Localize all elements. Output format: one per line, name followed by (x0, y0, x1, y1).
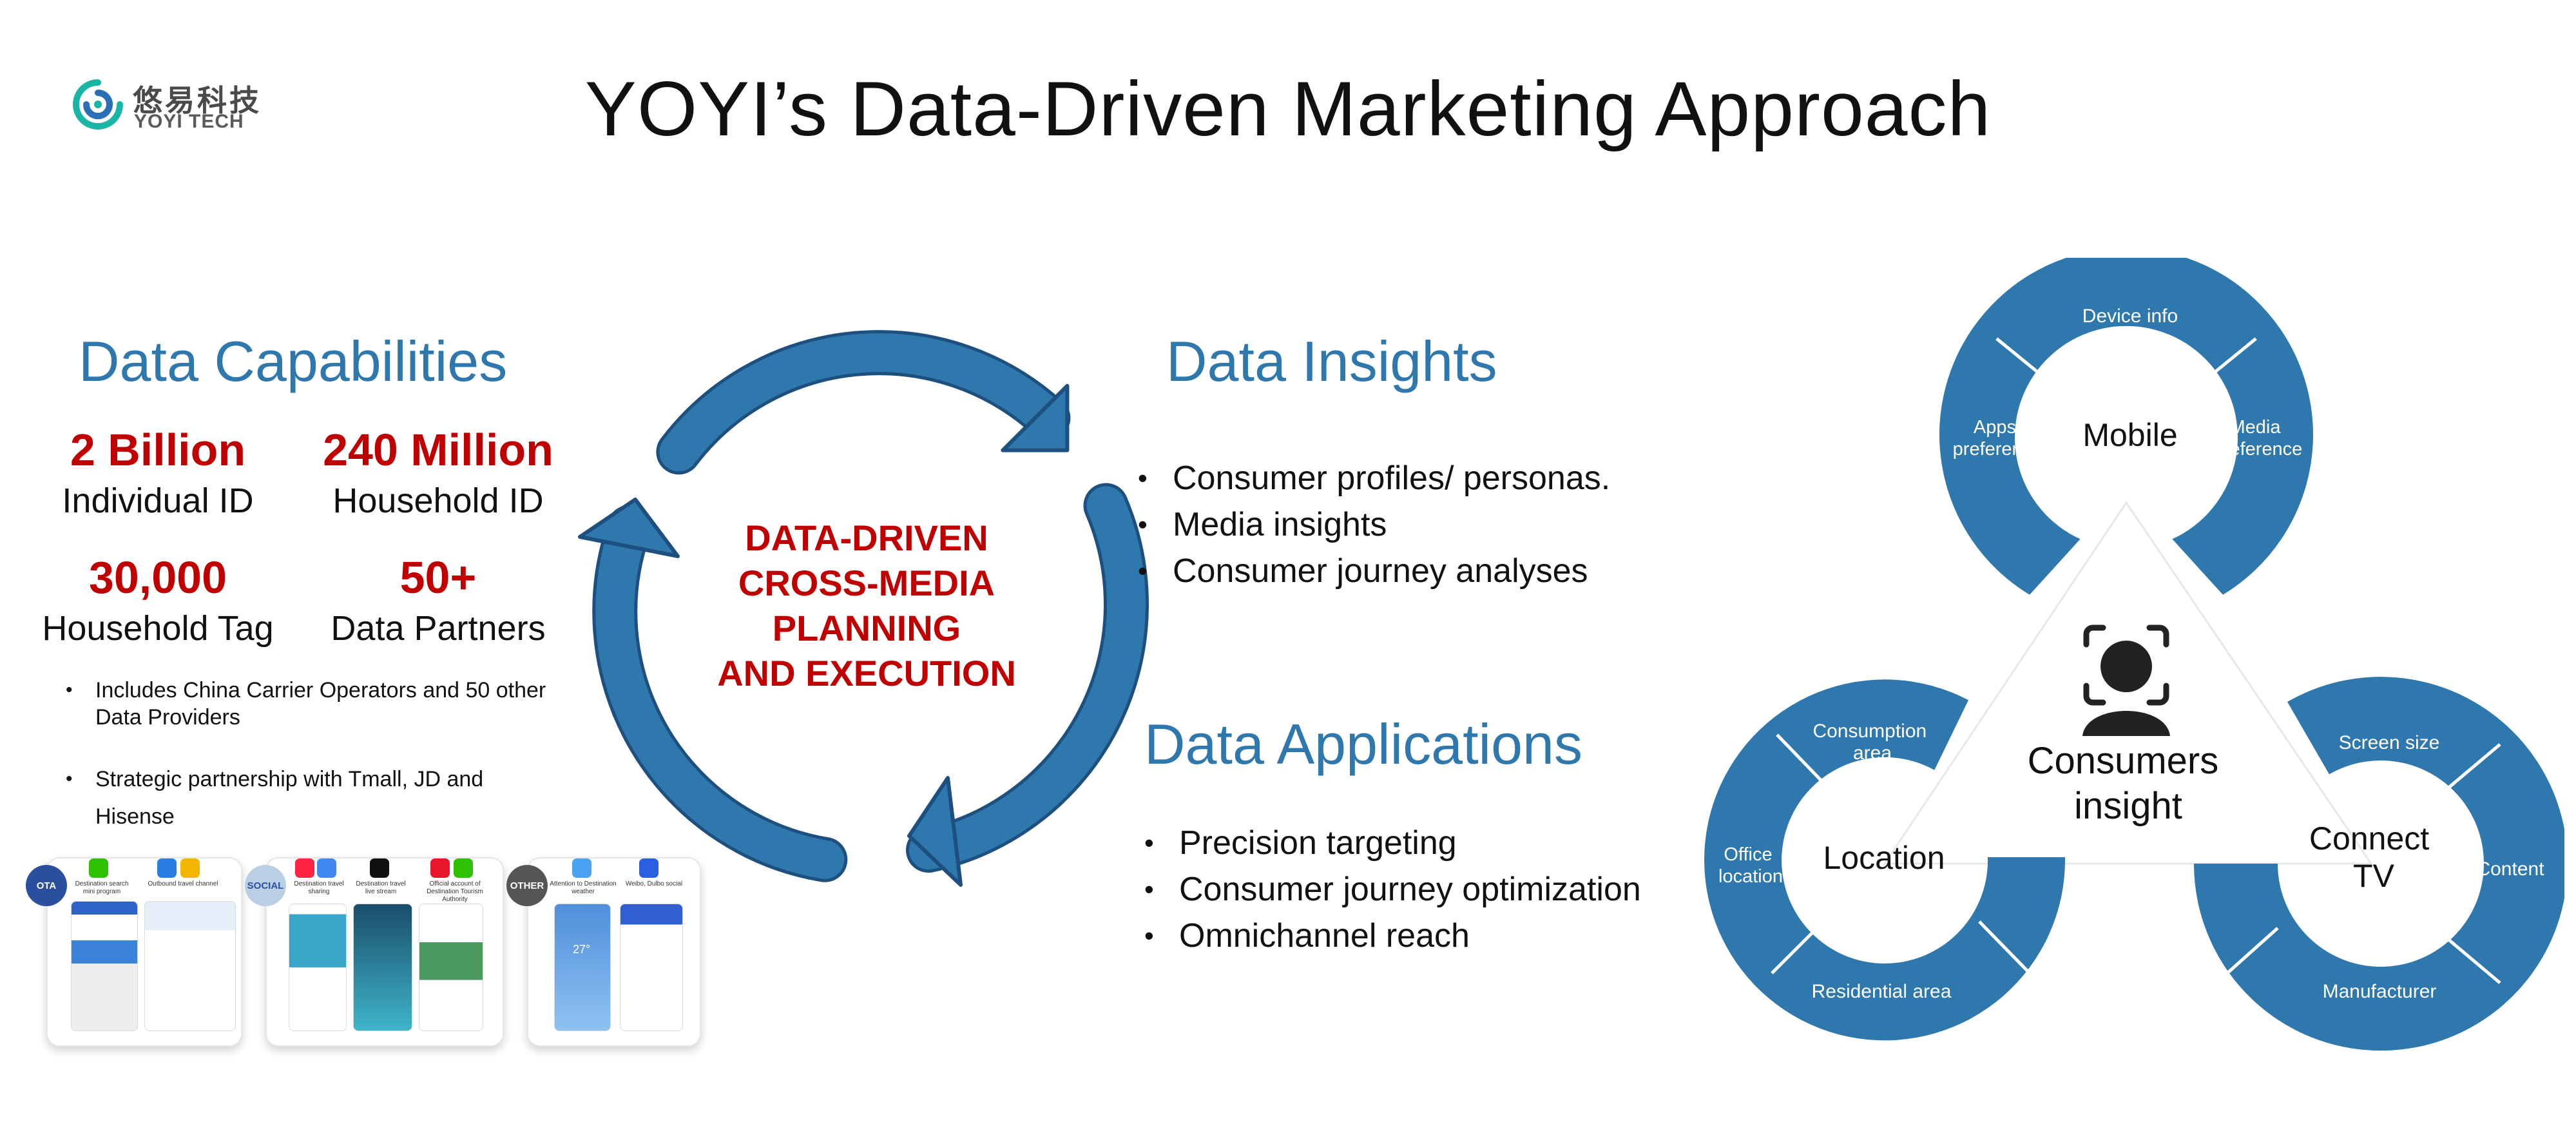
bullet-item: Precision targeting (1142, 820, 1760, 866)
phone-screenshot: 27° (554, 904, 611, 1031)
capabilities-title: Data Capabilities (79, 329, 508, 393)
tv-right-label: Content (2476, 858, 2544, 880)
mobile-left-line: Apps (1974, 417, 2016, 438)
weather-temp: 27° (573, 943, 591, 956)
cycle-diagram (578, 330, 1149, 887)
insights-title: Data Insights (1166, 329, 1497, 393)
cycle-label-line: PLANNING (772, 608, 961, 648)
other-card: OTHER Attention to Destination weather W… (506, 857, 701, 1047)
card-caption: Destination travel live stream (356, 880, 406, 895)
phone-screenshot (353, 904, 412, 1031)
mobile-left-label: Apps preference (1953, 417, 2043, 460)
location-ring: Location Consumption area Office locatio… (1704, 679, 2066, 1041)
ota-badge: OTA (26, 865, 67, 906)
applications-bullets: Precision targeting Consumer journey opt… (1142, 820, 1760, 959)
bullet-item: Omnichannel reach (1142, 913, 1760, 959)
mobile-right-line: Media (2229, 417, 2281, 438)
applications-title: Data Applications (1144, 712, 1582, 776)
stat-value: 240 Million (323, 425, 553, 475)
location-top-label: Consumption area (1812, 721, 1932, 764)
tv-label: Connect TV (2309, 820, 2438, 894)
mobile-right-label: Media preference (2213, 417, 2303, 460)
wechat-icon (454, 858, 473, 878)
douyin-icon (370, 858, 389, 878)
xiaohongshu-icon (295, 858, 314, 878)
card-caption: Destination travel sharing (294, 880, 344, 895)
social-badge: SOCIAL (245, 865, 286, 906)
stat-value: 2 Billion (70, 425, 246, 475)
logo-text-en: YOYI TECH (134, 111, 244, 132)
cycle-label-line: AND EXECUTION (717, 653, 1016, 693)
phone-screenshot (289, 904, 347, 1031)
logo-mark-icon (73, 79, 123, 130)
bullet-item: Consumer journey optimization (1142, 866, 1760, 913)
tv-label-line: TV (2353, 858, 2395, 894)
stat-label: Household Tag (42, 609, 274, 648)
card-caption: Attention to Destination weather (550, 880, 617, 895)
other-badge: OTHER (506, 865, 548, 906)
cycle-arrow-left (578, 498, 848, 882)
travel-app-icon (180, 858, 200, 878)
cycle-label: DATA-DRIVEN CROSS-MEDIA PLANNING AND EXE… (696, 516, 1037, 696)
page-title: YOYI’s Data-Driven Marketing Approach (584, 66, 1992, 152)
tv-top-label: Screen size (2339, 732, 2440, 753)
mobile-label: Mobile (2082, 417, 2177, 453)
wechat-icon (89, 858, 108, 878)
phone-screenshot (71, 901, 138, 1031)
insights-bullets: Consumer profiles/ personas. Media insig… (1135, 455, 1741, 594)
location-left-line: Office (1724, 844, 1772, 865)
weibo-icon (430, 858, 450, 878)
location-left-label: Office location (1718, 844, 1783, 887)
cycle-label-line: DATA-DRIVEN (745, 518, 988, 558)
center-label: Consumers insight (2028, 740, 2229, 827)
mobile-top-label: Device info (2082, 305, 2178, 327)
consumer-insight-diagram: Mobile Device info Apps preference Media… (1704, 258, 2564, 1051)
cycle-arrow-right (906, 483, 1149, 887)
bullet-item: Consumer journey analyses (1135, 548, 1741, 594)
location-left-line: location (1718, 866, 1783, 887)
logo: 悠易科技 YOYI TECH (72, 76, 265, 134)
location-top-line: Consumption (1812, 721, 1927, 742)
card-caption: Outbound travel channel (148, 880, 218, 887)
weather-app-icon (572, 858, 591, 878)
phone-screenshot (419, 904, 483, 1031)
social-card: SOCIAL Destination travel sharing Destin… (245, 857, 504, 1047)
mobile-left-line: preference (1953, 439, 2043, 460)
bullet-item: Strategic partnership with Tmall, JD and… (64, 761, 561, 835)
tv-bottom-label: Manufacturer (2323, 981, 2437, 1002)
mobile-ring: Mobile Device info Apps preference Media… (1939, 258, 2313, 595)
ctrip-icon (157, 858, 177, 878)
ota-card: OTA Destination search mini program Outb… (26, 857, 242, 1047)
card-caption: Destination search mini program (75, 880, 129, 895)
bullet-item: Media insights (1135, 501, 1741, 548)
stat-label: Data Partners (331, 609, 546, 648)
tv-label-line: Connect (2309, 820, 2429, 857)
phone-screenshot (620, 904, 683, 1031)
card-caption: Weibo, Dulbo social (625, 880, 683, 887)
logo-text-cn: 悠易科技 (133, 84, 262, 117)
social-app-icon (639, 858, 658, 878)
center-label-line: insight (2074, 785, 2182, 827)
mafengwo-icon (317, 858, 336, 878)
tv-ring: Connect TV Screen size Content Manufactu… (2194, 677, 2564, 1051)
location-label: Location (1823, 840, 1945, 876)
person-focus-icon (2082, 625, 2170, 736)
bullet-item: Includes China Carrier Operators and 50 … (64, 677, 561, 731)
cycle-arrow-top (656, 330, 1071, 475)
capabilities-bullets: Includes China Carrier Operators and 50 … (64, 677, 561, 865)
stat-label: Individual ID (62, 481, 254, 520)
location-bottom-label: Residential area (1812, 981, 1952, 1002)
cycle-label-line: CROSS-MEDIA (738, 563, 995, 603)
stat-value: 50+ (399, 552, 477, 603)
card-caption: Official account of Destination Tourism … (427, 880, 483, 903)
stat-label: Household ID (332, 481, 544, 520)
location-top-line: area (1853, 742, 1892, 764)
stat-value: 30,000 (88, 552, 227, 603)
center-label-line: Consumers (2028, 740, 2219, 782)
phone-screenshot (144, 901, 236, 1031)
mobile-right-line: preference (2213, 439, 2303, 460)
bullet-item: Consumer profiles/ personas. (1135, 455, 1741, 501)
